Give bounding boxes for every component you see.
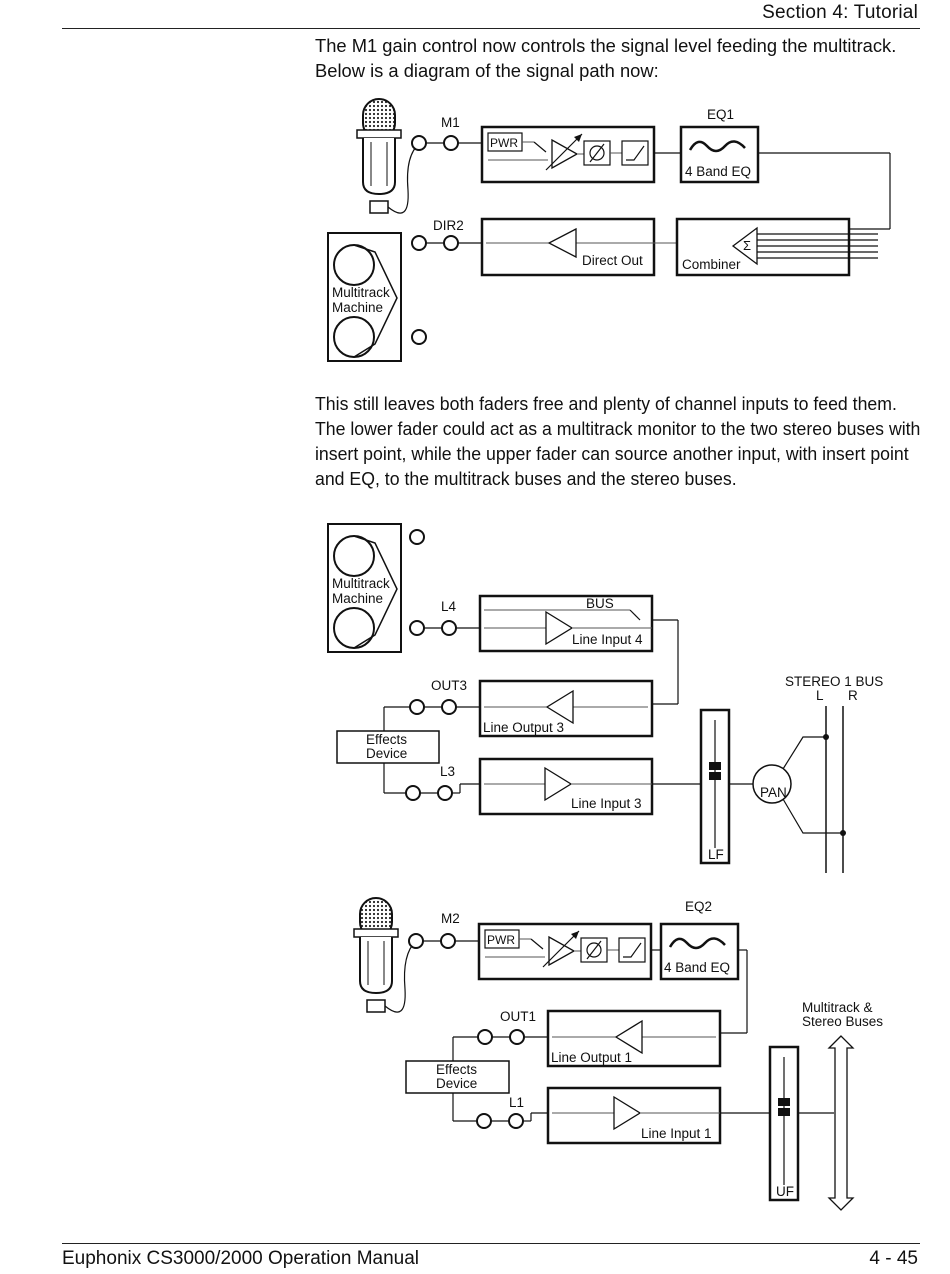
line-input-3-label: Line Input 3 <box>571 796 642 811</box>
jack-icon <box>443 235 459 251</box>
amplifier-icon <box>545 689 574 725</box>
machine-label: Machine <box>332 300 383 315</box>
jack-icon <box>508 1113 524 1129</box>
jack-icon <box>509 1029 525 1045</box>
out3-label: OUT3 <box>431 678 467 693</box>
machine-label: Multitrack <box>332 285 390 300</box>
machine-label: Multitrack <box>332 576 390 591</box>
l4-label: L4 <box>441 599 457 614</box>
intro-line: The M1 gain control now controls the sig… <box>315 35 897 56</box>
buses-label: Stereo Buses <box>802 1014 883 1029</box>
dir2-label: DIR2 <box>433 218 464 233</box>
eq-box <box>679 125 760 184</box>
filter-icon <box>621 140 649 166</box>
line-input-4-label: Line Input 4 <box>572 632 643 647</box>
machine-label: Machine <box>332 591 383 606</box>
jack-icon <box>411 135 427 151</box>
filter-icon <box>618 937 646 963</box>
combiner-box <box>675 217 851 277</box>
eq2-label: EQ2 <box>685 899 712 914</box>
m1-label: M1 <box>441 115 460 130</box>
amplifier-icon <box>551 138 579 170</box>
pan-icon <box>752 764 792 804</box>
jack-icon <box>409 620 425 636</box>
effects-label: Device <box>436 1076 477 1091</box>
diagram-3: M2 PWR EQ2 4 Band EQ OUT1 <box>353 897 883 1211</box>
diagram-2: Multitrack Machine L4 BUS Line Input 4 O… <box>327 523 883 873</box>
band-eq-label: 4 Band EQ <box>685 164 751 179</box>
jack-icon <box>476 1113 492 1129</box>
amplifier-icon <box>547 227 577 259</box>
eq1-label: EQ1 <box>707 107 734 122</box>
microphone-icon <box>353 897 417 1013</box>
multitrack-machine-icon <box>327 523 402 653</box>
intro-paragraph: The M1 gain control now controls the sig… <box>315 33 920 83</box>
jack-icon <box>441 620 457 636</box>
amplifier-icon <box>544 766 573 802</box>
multitrack-machine-icon <box>327 232 402 362</box>
effects-device-box <box>405 1060 510 1094</box>
section-title: Section 4: Tutorial <box>762 2 918 23</box>
line-output-3-label: Line Output 3 <box>483 720 564 735</box>
bus-r-label: R <box>848 688 858 703</box>
page-header: Section 4: Tutorial <box>62 0 920 29</box>
pwr-label: PWR <box>487 933 515 947</box>
jack-icon <box>441 699 457 715</box>
pwr-label: PWR <box>490 136 518 150</box>
effects-label: Effects <box>436 1062 477 1077</box>
middle-line: The lower fader could act as a multitrac… <box>315 418 921 439</box>
middle-line: insert point, while the upper fader can … <box>315 443 909 464</box>
intro-line: Below is a diagram of the signal path no… <box>315 60 659 81</box>
jack-icon <box>408 933 424 949</box>
uf-label: UF <box>776 1184 794 1199</box>
direct-out-label: Direct Out <box>582 253 643 268</box>
jack-icon <box>411 235 427 251</box>
jack-icon <box>405 785 421 801</box>
line-output-1-label: Line Output 1 <box>551 1050 632 1065</box>
l3-label: L3 <box>440 764 455 779</box>
band-eq-label: 4 Band EQ <box>664 960 730 975</box>
diagram-1: M1 PWR EQ1 4 Band EQ DIR2 <box>327 98 891 362</box>
lf-label: LF <box>708 847 724 862</box>
bus-label: BUS <box>586 596 614 611</box>
manual-title: Euphonix CS3000/2000 Operation Manual <box>62 1248 420 1269</box>
amplifier-icon <box>613 1095 642 1131</box>
jack-icon <box>409 529 425 545</box>
jack-icon <box>477 1029 493 1045</box>
jack-icon <box>443 135 459 151</box>
jack-icon <box>437 785 453 801</box>
sigma-label: Σ <box>743 238 751 253</box>
pan-label: PAN <box>760 785 787 800</box>
jack-icon <box>411 329 427 345</box>
middle-line: and EQ, to the multitrack buses and the … <box>315 468 737 489</box>
jack-icon <box>440 933 456 949</box>
effects-device-box <box>336 730 440 764</box>
page-footer: Euphonix CS3000/2000 Operation Manual 4 … <box>62 1243 920 1274</box>
m2-label: M2 <box>441 911 460 926</box>
line-input-4-box <box>478 594 654 653</box>
bus-l-label: L <box>816 688 824 703</box>
effects-label: Device <box>366 746 407 761</box>
line-input-1-label: Line Input 1 <box>641 1126 712 1141</box>
double-arrow-icon <box>827 1035 855 1211</box>
middle-line: This still leaves both faders free and p… <box>315 393 897 414</box>
page-number: 4 - 45 <box>869 1248 918 1269</box>
effects-label: Effects <box>366 732 407 747</box>
microphone-icon <box>356 98 421 214</box>
amplifier-icon <box>548 935 576 967</box>
stereo-bus-label: STEREO 1 BUS <box>785 674 883 689</box>
out1-label: OUT1 <box>500 1009 536 1024</box>
middle-paragraph: This still leaves both faders free and p… <box>315 391 921 491</box>
eq-box <box>659 922 740 981</box>
amplifier-icon <box>614 1019 643 1055</box>
amplifier-icon <box>545 610 574 646</box>
jack-icon <box>409 699 425 715</box>
combiner-label: Combiner <box>682 257 741 272</box>
buses-label: Multitrack & <box>802 1000 873 1015</box>
l1-label: L1 <box>509 1095 524 1110</box>
